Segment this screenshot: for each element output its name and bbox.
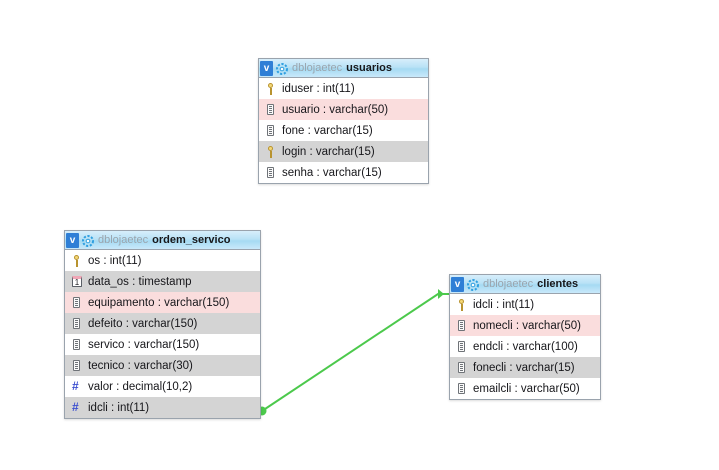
table-ordem-servico[interactable]: v dblojaetec ordem_servico os : int(11) … — [64, 230, 261, 419]
table-header-ordem-servico[interactable]: v dblojaetec ordem_servico — [65, 231, 260, 250]
numeric-column-icon — [70, 400, 83, 415]
key-icon — [70, 254, 83, 268]
numeric-column-icon — [70, 379, 83, 394]
key-icon — [264, 145, 277, 159]
column-row[interactable]: iduser : int(11) — [259, 78, 428, 99]
column-label: nomecli : varchar(50) — [473, 319, 582, 332]
text-column-icon — [70, 296, 83, 310]
column-row[interactable]: emailcli : varchar(50) — [450, 378, 600, 399]
column-label: defeito : varchar(150) — [88, 317, 198, 330]
column-label: usuario : varchar(50) — [282, 103, 389, 116]
text-column-icon — [264, 103, 277, 117]
gear-icon — [276, 62, 288, 75]
key-icon — [264, 82, 277, 96]
text-column-icon — [264, 166, 277, 180]
column-row[interactable]: nomecli : varchar(50) — [450, 315, 600, 336]
column-row[interactable]: idcli : int(11) — [450, 294, 600, 315]
column-row[interactable]: senha : varchar(15) — [259, 162, 428, 183]
column-row[interactable]: servico : varchar(150) — [65, 334, 260, 355]
column-row[interactable]: idcli : int(11) — [65, 397, 260, 418]
key-icon — [455, 298, 468, 312]
column-row[interactable]: usuario : varchar(50) — [259, 99, 428, 120]
column-row[interactable]: fonecli : varchar(15) — [450, 357, 600, 378]
text-column-icon — [455, 340, 468, 354]
schema-name: dblojaetec — [98, 234, 149, 246]
column-row[interactable]: data_os : timestamp — [65, 271, 260, 292]
column-label: os : int(11) — [88, 254, 142, 267]
table-name: ordem_servico — [152, 234, 231, 246]
date-column-icon — [70, 275, 83, 289]
column-row[interactable]: endcli : varchar(100) — [450, 336, 600, 357]
text-column-icon — [264, 124, 277, 138]
column-row[interactable]: equipamento : varchar(150) — [65, 292, 260, 313]
column-row[interactable]: os : int(11) — [65, 250, 260, 271]
text-column-icon — [455, 382, 468, 396]
text-column-icon — [70, 317, 83, 331]
column-row[interactable]: login : varchar(15) — [259, 141, 428, 162]
column-row[interactable]: tecnico : varchar(30) — [65, 355, 260, 376]
view-icon: v — [260, 60, 273, 76]
table-clientes[interactable]: v dblojaetec clientes idcli : int(11) no… — [449, 274, 601, 400]
table-header-usuarios[interactable]: v dblojaetec usuarios — [259, 59, 428, 78]
column-label: endcli : varchar(100) — [473, 340, 578, 353]
table-name: usuarios — [346, 62, 393, 74]
text-column-icon — [70, 338, 83, 352]
column-label: login : varchar(15) — [282, 145, 375, 158]
column-label: iduser : int(11) — [282, 82, 355, 95]
column-row[interactable]: valor : decimal(10,2) — [65, 376, 260, 397]
text-column-icon — [455, 361, 468, 375]
column-label: senha : varchar(15) — [282, 166, 382, 179]
column-label: equipamento : varchar(150) — [88, 296, 230, 309]
text-column-icon — [455, 319, 468, 333]
column-label: tecnico : varchar(30) — [88, 359, 193, 372]
column-row[interactable]: defeito : varchar(150) — [65, 313, 260, 334]
table-name: clientes — [537, 278, 579, 290]
column-label: emailcli : varchar(50) — [473, 382, 580, 395]
view-icon: v — [451, 276, 464, 292]
column-label: fonecli : varchar(15) — [473, 361, 575, 374]
schema-name: dblojaetec — [483, 278, 534, 290]
relation-target-arrow — [438, 289, 444, 299]
schema-name: dblojaetec — [292, 62, 343, 74]
column-label: idcli : int(11) — [88, 401, 150, 414]
column-label: idcli : int(11) — [473, 298, 535, 311]
relation-ordem-servico-clientes[interactable] — [257, 289, 450, 416]
gear-icon — [82, 234, 94, 247]
column-label: valor : decimal(10,2) — [88, 380, 193, 393]
column-label: servico : varchar(150) — [88, 338, 200, 351]
table-usuarios[interactable]: v dblojaetec usuarios iduser : int(11) u… — [258, 58, 429, 184]
relation-line — [261, 293, 449, 412]
view-icon: v — [66, 232, 79, 248]
table-header-clientes[interactable]: v dblojaetec clientes — [450, 275, 600, 294]
column-label: data_os : timestamp — [88, 275, 192, 288]
text-column-icon — [70, 359, 83, 373]
gear-icon — [467, 278, 479, 291]
column-label: fone : varchar(15) — [282, 124, 373, 137]
column-row[interactable]: fone : varchar(15) — [259, 120, 428, 141]
